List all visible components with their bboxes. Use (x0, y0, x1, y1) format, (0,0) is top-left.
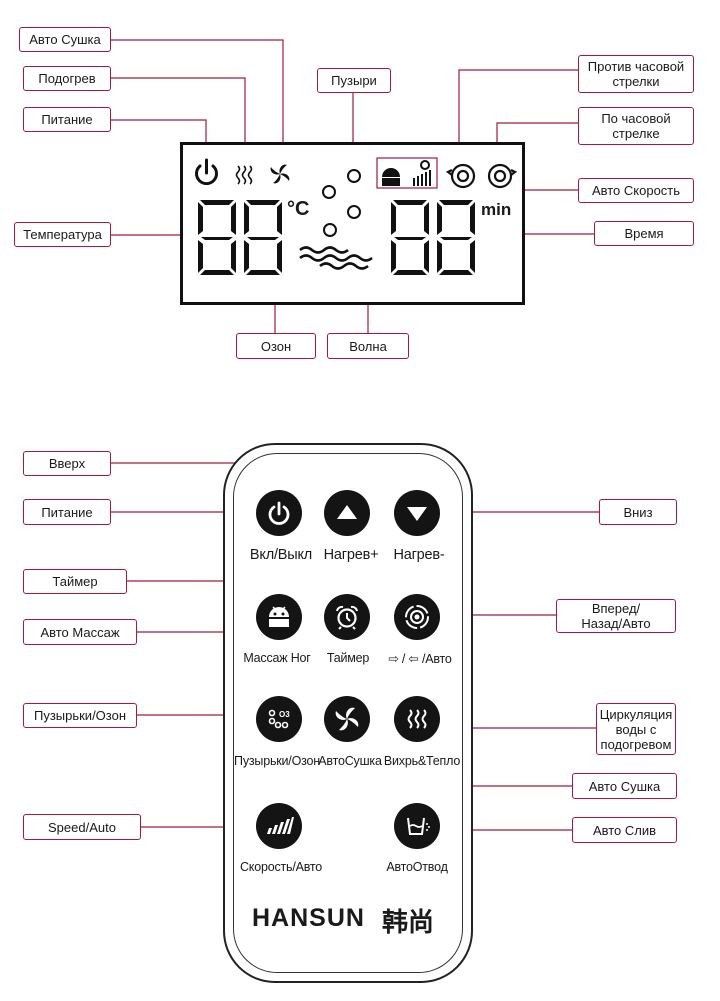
label-down: Вниз (599, 499, 677, 525)
label-auto-dry-btn: Авто Сушка (572, 773, 677, 799)
timer-button[interactable] (324, 594, 370, 640)
leader-heating (111, 77, 246, 160)
lcd-temp-unit: °C (287, 198, 310, 220)
lcd-temperature-digits (198, 200, 282, 275)
lcd-graphics (195, 157, 518, 270)
label-clockwise: По часовой стрелке (578, 107, 694, 145)
heat-down-caption: Нагрев- (393, 547, 445, 563)
heat-up-button[interactable] (324, 490, 370, 536)
leader-ccw (458, 69, 578, 160)
bubbles-ozone-caption: Пузырьки/Озон (234, 754, 320, 768)
lcd-heating-icon (235, 165, 253, 185)
lcd-bubbles-icon (322, 169, 361, 237)
speed-auto-caption: Скорость/Авто (239, 860, 323, 874)
rotation-icon (405, 605, 429, 629)
fan-icon (335, 707, 359, 731)
leader-auto-dry (111, 39, 284, 160)
foot-massage-button[interactable] (256, 594, 302, 640)
lcd-time-digits (391, 200, 475, 275)
power-caption: Вкл/Выкл (249, 547, 313, 563)
lcd-ccw-icon (445, 163, 476, 189)
power-icon (268, 501, 290, 525)
label-counterclockwise: Против часовой стрелки (578, 55, 694, 93)
vortex-warm-caption: Вихрь&Тепло (383, 754, 461, 768)
auto-dry-button[interactable] (324, 696, 370, 742)
speed-bars-icon (267, 817, 294, 834)
lcd-fan-icon (270, 164, 290, 184)
label-bubbles: Пузыри (317, 68, 391, 93)
label-power-btn: Питание (23, 499, 111, 525)
label-time: Время (594, 221, 694, 246)
massage-icon (269, 606, 289, 627)
label-heating: Подогрев (23, 66, 111, 91)
timer-caption: Таймер (326, 651, 370, 665)
speed-auto-button[interactable] (256, 803, 302, 849)
foot-massage-caption: Массаж Ног (243, 651, 311, 665)
svg-text:O3: O3 (279, 710, 290, 719)
arrow-down-icon (407, 507, 427, 521)
label-forward-back-auto: Вперед/ Назад/Авто (556, 599, 676, 633)
lcd-cw-icon (487, 163, 518, 189)
lcd-auto-speed-icon (376, 157, 438, 189)
heat-down-button[interactable] (394, 490, 440, 536)
brand-logo: HANSUN (252, 904, 365, 932)
lcd-power-icon (195, 158, 218, 186)
label-temperature: Температура (14, 222, 111, 247)
lcd-wave-icon (299, 246, 373, 270)
label-auto-speed: Авто Скорость (578, 178, 694, 203)
heating-waves-icon (407, 709, 427, 729)
auto-drain-button[interactable] (394, 803, 440, 849)
arrow-up-icon (337, 505, 357, 519)
power-button[interactable] (256, 490, 302, 536)
label-ozone: Озон (236, 333, 316, 359)
direction-caption: ⇨ / ⇦ /Авто (388, 652, 452, 666)
bubbles-ozone-button[interactable]: O3 (256, 696, 302, 742)
label-speed-auto: Speed/Auto (23, 814, 141, 840)
heat-up-caption: Нагрев+ (323, 547, 379, 563)
brand-logo-chinese: 韩尚 (382, 908, 435, 938)
direction-button[interactable] (394, 594, 440, 640)
label-auto-drain: Авто Слив (572, 817, 677, 843)
label-bubbles-ozone: Пузырьки/Озон (23, 703, 137, 728)
label-timer: Таймер (23, 569, 127, 594)
remote-inner-border (233, 453, 463, 973)
lcd-time-unit: min (481, 200, 512, 219)
label-up: Вверх (23, 451, 111, 476)
label-auto-dry: Авто Сушка (19, 27, 111, 52)
label-circulation: Циркуляция воды с подогревом (596, 703, 676, 755)
label-power: Питание (23, 107, 111, 132)
alarm-clock-icon (336, 605, 358, 630)
auto-dry-caption: АвтоСушка (318, 754, 382, 768)
label-auto-massage: Авто Массаж (23, 619, 137, 645)
bubbles-icon: O3 (268, 709, 290, 729)
auto-drain-caption: АвтоОтвод (386, 860, 448, 874)
vortex-warm-button[interactable] (394, 696, 440, 742)
drain-icon (407, 817, 430, 835)
label-wave: Волна (327, 333, 409, 359)
